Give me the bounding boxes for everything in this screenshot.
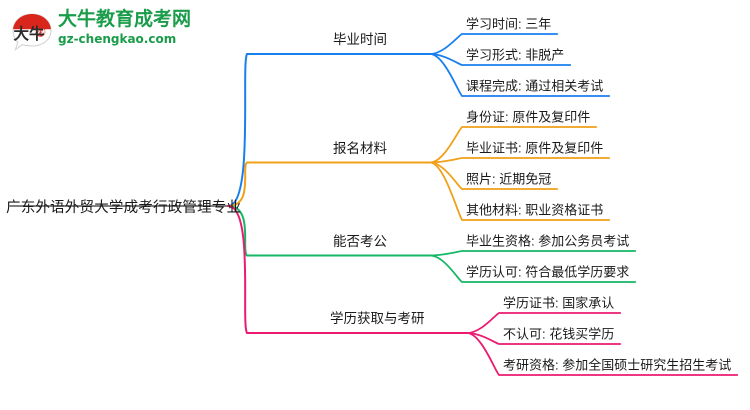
leaf-label-2-2[interactable]: 毕业证书: 原件及复印件 [466, 140, 604, 156]
leaf-label-2-1[interactable]: 身份证: 原件及复印件 [466, 109, 591, 125]
connector-path [227, 205, 431, 257]
leaf-label-1-1[interactable]: 学习时间: 三年 [466, 16, 552, 32]
branch-label-2[interactable]: 报名材料 [333, 140, 387, 156]
leaf-label-4-2[interactable]: 不认可: 花钱买学历 [503, 326, 615, 342]
branch-label-1[interactable]: 毕业时间 [333, 32, 387, 47]
daniu-speech-bubble-logo-icon: 成考 大牛 [12, 13, 52, 51]
logo-text-block: 大牛教育成考网 gz-chengkao.com [58, 8, 198, 47]
leaf-label-4-3[interactable]: 考研资格: 参加全国硕士研究生招生考试 [503, 357, 732, 373]
leaf-label-1-3[interactable]: 课程完成: 通过相关考试 [466, 78, 604, 94]
leaf-label-3-2[interactable]: 学历认可: 符合最低学历要求 [466, 264, 630, 280]
connector-path [227, 161, 431, 207]
mindmap-root-node[interactable]: 广东外语外贸大学成考行政管理专业 [6, 200, 242, 216]
leaf-label-4-1[interactable]: 学历证书: 国家承认 [503, 295, 615, 311]
svg-text:成考: 成考 [34, 27, 47, 36]
branch-label-3[interactable]: 能否考公 [333, 233, 387, 249]
leaf-label-2-4[interactable]: 其他材料: 职业资格证书 [466, 202, 604, 218]
leaf-label-1-2[interactable]: 学习形式: 非脱产 [466, 47, 565, 63]
logo-title: 大牛教育成考网 [58, 9, 192, 30]
branch-label-4[interactable]: 学历获取与考研 [330, 311, 425, 326]
leaf-label-2-3[interactable]: 照片: 近期免冠 [466, 171, 552, 187]
site-logo[interactable]: 成考 大牛 大牛教育成考网 gz-chengkao.com [10, 6, 195, 56]
connector-path [227, 53, 431, 207]
connector-path [429, 157, 611, 164]
svg-text:大牛: 大牛 [13, 24, 45, 43]
leaf-label-3-1[interactable]: 毕业生资格: 参加公务员考试 [466, 233, 630, 249]
connector-path [429, 250, 637, 257]
logo-url: gz-chengkao.com [58, 32, 177, 46]
